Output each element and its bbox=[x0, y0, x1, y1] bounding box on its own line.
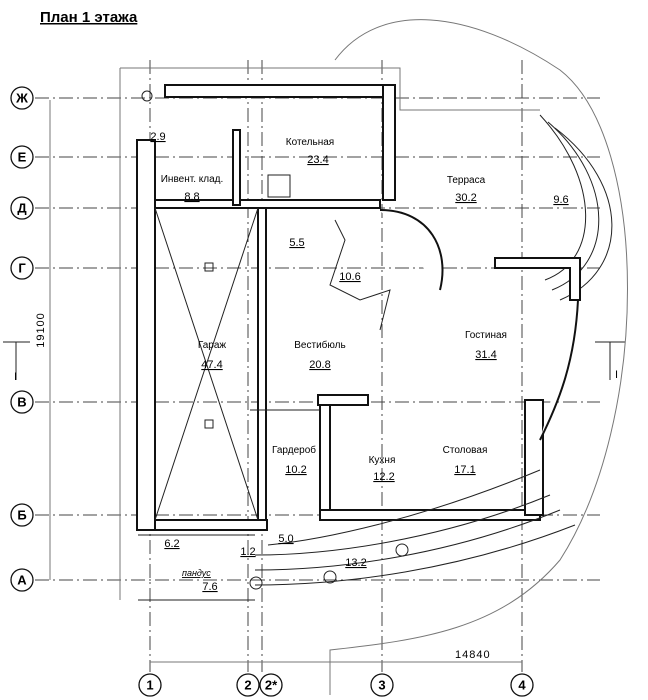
svg-text:20.8: 20.8 bbox=[309, 359, 330, 371]
dimension-lines: 19100 14840 I I bbox=[3, 100, 625, 663]
width-dimension: 14840 bbox=[455, 649, 491, 661]
row-axis-markers: Ж Е Д Г В Б А bbox=[10, 86, 34, 592]
plan-title: План 1 этажа bbox=[40, 9, 138, 26]
room-kitchen: Кухня 12.2 bbox=[369, 455, 396, 483]
column-axis-markers: 1 2 2* 3 4 bbox=[138, 673, 534, 697]
axis-label: Ж bbox=[15, 91, 28, 106]
axis-label: Д bbox=[17, 201, 27, 216]
room-garage: Гараж 47.4 bbox=[198, 340, 227, 371]
area-label: 10.6 bbox=[339, 271, 360, 283]
room-terrace: Терраса 30.2 bbox=[447, 175, 486, 204]
svg-text:17.1: 17.1 bbox=[454, 464, 475, 476]
axis-label: Е bbox=[18, 150, 27, 165]
area-label: 13.2 bbox=[345, 557, 366, 569]
svg-text:31.4: 31.4 bbox=[475, 349, 496, 361]
walls bbox=[136, 84, 581, 601]
axis-label: 4 bbox=[518, 678, 526, 693]
section-mark-right: I bbox=[615, 369, 618, 381]
svg-text:Инвент. клад.: Инвент. клад. bbox=[161, 174, 224, 185]
svg-text:Гараж: Гараж bbox=[198, 340, 227, 351]
room-labels: Котельная 23.4 Терраса 30.2 Инвент. клад. 8… bbox=[150, 131, 568, 593]
room-storage: Инвент. клад. 8.8 bbox=[161, 174, 224, 203]
area-label: 2.9 bbox=[150, 131, 165, 143]
svg-text:8.8: 8.8 bbox=[184, 191, 199, 203]
svg-text:10.2: 10.2 bbox=[285, 464, 306, 476]
room-wardrobe: Гардероб 10.2 bbox=[272, 444, 316, 476]
room-vestibule: Вестибюль 20.8 bbox=[294, 339, 345, 371]
svg-text:Гардероб: Гардероб bbox=[272, 444, 316, 456]
section-mark-left: I bbox=[14, 371, 17, 383]
axis-label: В bbox=[17, 395, 26, 410]
ramp-label: пандус bbox=[182, 568, 211, 578]
area-label: 9.6 bbox=[553, 194, 568, 206]
svg-text:Столовая: Столовая bbox=[443, 445, 488, 456]
room-living: Гостиная 31.4 bbox=[465, 330, 507, 361]
axis-label: 3 bbox=[378, 678, 385, 693]
room-kotelnaya: Котельная 23.4 bbox=[286, 137, 334, 166]
axis-label: 2 bbox=[244, 678, 251, 693]
height-dimension: 19100 bbox=[35, 312, 47, 348]
svg-text:Котельная: Котельная bbox=[286, 137, 334, 148]
area-label: 5.0 bbox=[278, 533, 293, 545]
svg-text:Кухня: Кухня bbox=[369, 455, 396, 466]
svg-text:Гостиная: Гостиная bbox=[465, 330, 507, 341]
area-label: 5.5 bbox=[289, 237, 304, 249]
area-label: 1.2 bbox=[240, 546, 255, 558]
svg-text:47.4: 47.4 bbox=[201, 359, 222, 371]
svg-text:30.2: 30.2 bbox=[455, 192, 476, 204]
svg-text:Терраса: Терраса bbox=[447, 175, 486, 186]
area-label: 7.6 bbox=[202, 581, 217, 593]
axis-label: Г bbox=[18, 261, 26, 276]
axis-label: 2* bbox=[265, 678, 278, 693]
axis-label: А bbox=[17, 573, 27, 588]
area-label: 6.2 bbox=[164, 538, 179, 550]
svg-text:12.2: 12.2 bbox=[373, 471, 394, 483]
axis-label: 1 bbox=[146, 678, 153, 693]
svg-text:23.4: 23.4 bbox=[307, 154, 328, 166]
axis-label: Б bbox=[17, 508, 26, 523]
room-dining: Столовая 17.1 bbox=[443, 445, 488, 476]
svg-text:Вестибюль: Вестибюль bbox=[294, 339, 345, 351]
site-outline bbox=[119, 19, 628, 695]
